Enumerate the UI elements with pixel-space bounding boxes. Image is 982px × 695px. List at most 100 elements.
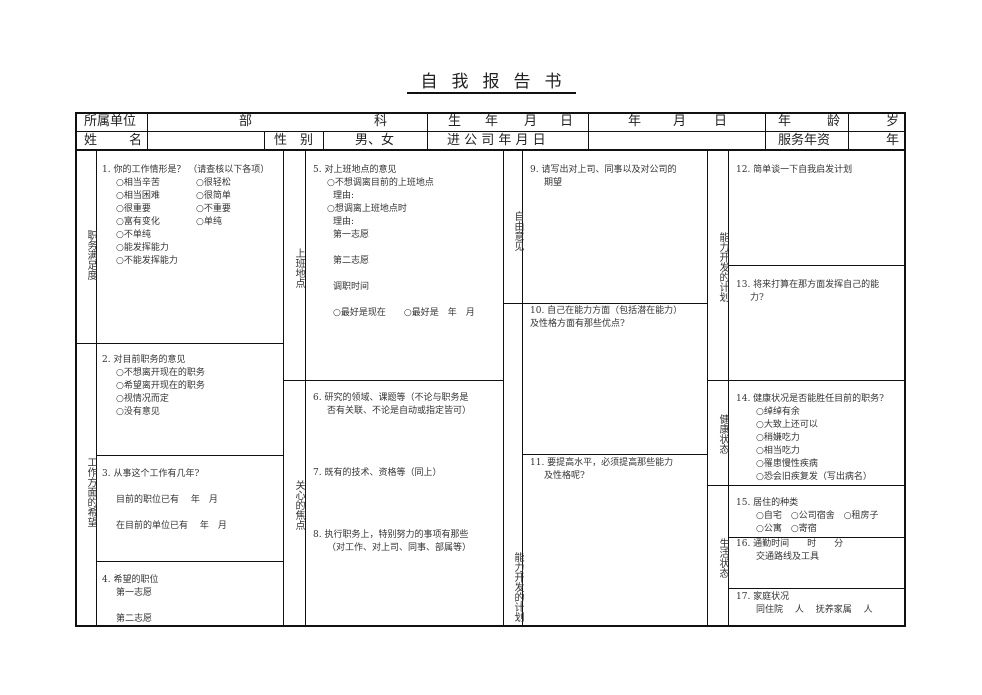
divider <box>96 561 283 562</box>
q15-options-row-1[interactable]: ○自宅 ○公司宿舍 ○租房子 <box>756 511 879 521</box>
q5-option[interactable]: ○想调离上班地点时 <box>327 204 407 214</box>
q5-transfer-time: 调职时间 <box>333 282 370 292</box>
q2-option[interactable]: ○不想离开现在的职务 <box>116 368 205 378</box>
question-2: 2. 对目前职务的意见 ○不想离开现在的职务 ○希望离开现在的职务 ○视情况而定… <box>102 355 205 417</box>
gender-label-1: 性 <box>274 133 288 148</box>
q14-option[interactable]: ○恐会旧疾复发（写出病名） <box>756 472 872 482</box>
age-unit[interactable]: 岁 <box>886 114 900 129</box>
question-8: 8. 执行职务上，特别努力的事项有那些 （对工作、对上司、同事、部属等） <box>313 530 472 553</box>
question-7: 7. 既有的技术、资格等（同上） <box>313 468 442 478</box>
gender-value[interactable]: 男、女 <box>355 133 395 148</box>
q1-option[interactable]: ○能发挥能力 <box>116 243 169 253</box>
divider <box>765 112 766 150</box>
q2-option[interactable]: ○视情况而定 <box>116 394 169 404</box>
name-label-2: 名 <box>129 133 143 148</box>
question-5: 5. 对上班地点的意见 ○不想调离目前的上班地点 理由: ○想调离上班地点时 理… <box>313 165 475 318</box>
q4-second-choice[interactable]: 第二志愿 <box>116 614 153 624</box>
divider <box>323 131 324 150</box>
section-label-workplace: 上班地点 <box>293 248 304 288</box>
divider <box>728 588 906 589</box>
q1-option[interactable]: ○单纯 <box>196 217 222 227</box>
q1-option[interactable]: ○相当困难 <box>116 191 160 201</box>
question-11: 11. 要提高水平，必须提高那些能力 及性格呢? <box>530 458 674 481</box>
q14-option[interactable]: ○相当吃力 <box>756 446 800 456</box>
q17-household-count[interactable]: 同住院 人 抚养家属 人 <box>756 605 873 615</box>
report-form-table <box>75 112 906 627</box>
q5-option[interactable]: ○不想调离目前的上班地点 <box>327 178 434 188</box>
q3-current-unit-duration[interactable]: 在目前的单位已有 年 月 <box>116 521 227 531</box>
join-date-label: 进 公 司 年 月 日 <box>447 133 546 148</box>
page-title: 自我报告书 <box>0 72 982 94</box>
birth-label-2: 年 <box>485 114 499 129</box>
question-1: 1. 你的工作情形是？ （请查核以下各项） ○相当辛苦○很轻松 ○相当困难○很简… <box>102 165 270 266</box>
q5-reason-1[interactable]: 理由: <box>333 191 355 201</box>
question-15: 15. 居住的种类 ○自宅 ○公司宿舍 ○租房子 ○公寓 ○寄宿 <box>736 498 879 534</box>
section-label-free-opinion: 自由意见 <box>512 211 523 251</box>
q2-option[interactable]: ○没有意见 <box>116 407 160 417</box>
date-month[interactable]: 月 <box>673 114 687 129</box>
question-4: 4. 希望的职位 第一志愿 第二志愿 <box>102 575 159 624</box>
unit-label: 所属单位 <box>84 114 137 129</box>
question-9: 9. 请写出对上司、同事以及对公司的 期望 <box>530 165 677 188</box>
divider <box>707 150 708 627</box>
q4-first-choice[interactable]: 第一志愿 <box>116 588 153 598</box>
q15-options-row-2[interactable]: ○公寓 ○寄宿 <box>756 524 817 534</box>
divider <box>96 455 283 456</box>
q1-option[interactable]: ○很轻松 <box>196 178 231 188</box>
divider <box>728 537 906 538</box>
date-day[interactable]: 日 <box>714 114 728 129</box>
service-unit[interactable]: 年 <box>886 133 900 148</box>
question-3: 3. 从事这个工作有几年? 目前的职位已有 年 月 在目前的单位已有 年 月 <box>102 469 227 531</box>
section-label-work-hopes: 工作方面的希望 <box>85 457 96 527</box>
divider <box>283 150 284 627</box>
q14-option[interactable]: ○绰绰有余 <box>756 407 800 417</box>
divider <box>588 112 589 150</box>
dept-label[interactable]: 部 <box>239 114 253 129</box>
date-year[interactable]: 年 <box>628 114 642 129</box>
section-label-ability-development: 能力开发的计划 <box>512 552 523 622</box>
question-17: 17. 家庭状况 同住院 人 抚养家属 人 <box>736 592 873 615</box>
q5-timing-options[interactable]: ○最好是现在 ○最好是 年 月 <box>333 308 475 318</box>
q1-option[interactable]: ○不重要 <box>196 204 231 214</box>
q2-option[interactable]: ○希望离开现在的职务 <box>116 381 205 391</box>
divider <box>75 343 283 344</box>
divider <box>503 150 504 627</box>
question-16: 16. 通勤时间 时 分 交通路线及工具 <box>736 538 843 564</box>
question-10: 10. 自己在能力方面（包括潜在能力） 及性格方面有那些优点? <box>530 306 683 329</box>
section-label-job-satisfaction: 职务满足度 <box>85 230 96 280</box>
gender-label-2: 别 <box>300 133 314 148</box>
divider <box>503 303 707 304</box>
q1-option[interactable]: ○相当辛苦 <box>116 178 160 188</box>
q16-commute-route[interactable]: 交通路线及工具 <box>756 552 820 562</box>
q5-reason-2[interactable]: 理由: <box>333 217 355 227</box>
divider <box>75 131 906 132</box>
divider <box>522 454 707 455</box>
q1-option[interactable]: ○不单纯 <box>116 230 151 240</box>
divider <box>96 150 97 627</box>
section-label-health: 健康状态 <box>717 413 728 454</box>
q1-option[interactable]: ○不能发挥能力 <box>116 256 178 266</box>
question-13: 13. 将来打算在那方面发挥自己的能 力? <box>736 280 880 303</box>
divider <box>305 150 306 627</box>
q14-option[interactable]: ○大致上还可以 <box>756 420 818 430</box>
divider <box>728 150 729 627</box>
divider <box>848 112 849 150</box>
q1-option[interactable]: ○很重要 <box>116 204 151 214</box>
age-label-2: 龄 <box>827 114 841 129</box>
section-label[interactable]: 科 <box>374 114 388 129</box>
divider <box>147 112 148 150</box>
q1-option[interactable]: ○很简单 <box>196 191 231 201</box>
q5-second-choice[interactable]: 第二志愿 <box>333 256 370 266</box>
section-label-ability-development-plan: 能力开发的计划 <box>717 232 728 302</box>
q5-first-choice[interactable]: 第一志愿 <box>333 230 370 240</box>
section-label-focus: 关心的焦点 <box>293 480 304 530</box>
divider <box>75 149 906 151</box>
q14-option[interactable]: ○稍嫌吃力 <box>756 433 800 443</box>
q1-option[interactable]: ○富有变化 <box>116 217 160 227</box>
q14-option[interactable]: ○罹患慢性疾病 <box>756 459 818 469</box>
birth-label-4: 日 <box>560 114 574 129</box>
section-label-life: 生活状态 <box>717 537 728 578</box>
age-label-1: 年 <box>778 114 792 129</box>
q16-commute-time[interactable]: 16. 通勤时间 时 分 <box>736 539 844 549</box>
q3-current-position-duration[interactable]: 目前的职位已有 年 月 <box>116 495 218 505</box>
